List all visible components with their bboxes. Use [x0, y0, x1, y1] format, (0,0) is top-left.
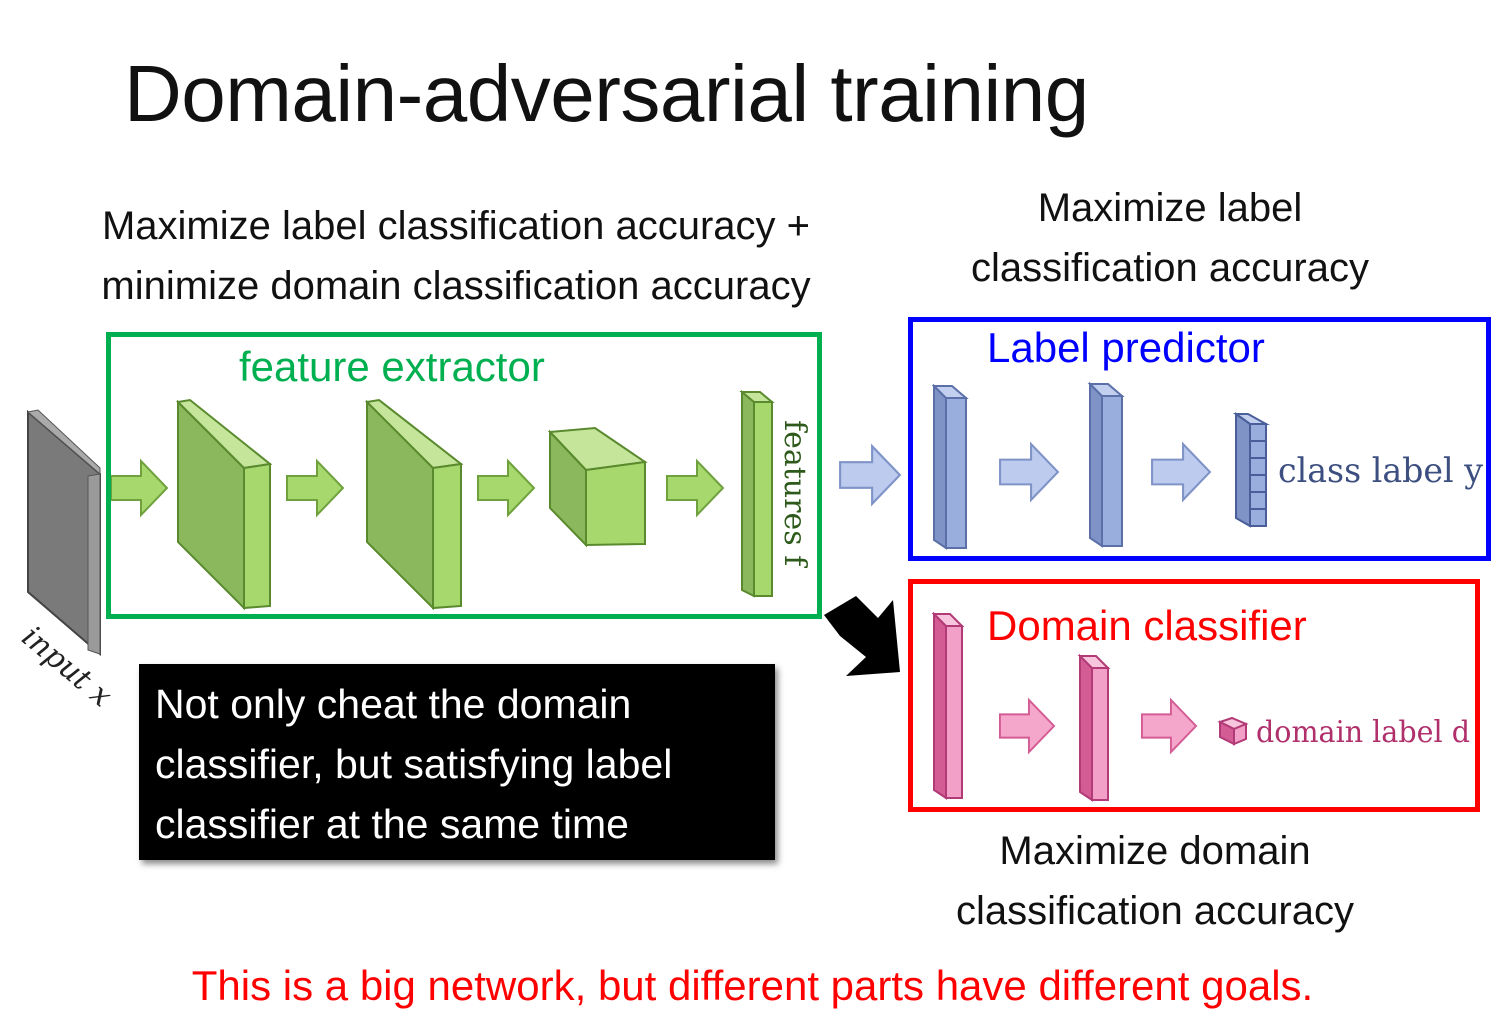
- callout-box: Not only cheat the domain classifier, bu…: [139, 664, 775, 860]
- class-label-text: class label y: [1278, 451, 1484, 491]
- right-top-objective-line-2: classification accuracy: [971, 246, 1369, 290]
- domain-classifier-box: Domain classifier: [908, 579, 1480, 812]
- label-predictor-box: Label predictor: [908, 317, 1491, 561]
- callout-line-2: classifier, but satisfying label: [155, 741, 673, 787]
- input-label: input x: [15, 619, 119, 714]
- feature-layer-2: [364, 398, 464, 611]
- callout-line-1: Not only cheat the domain: [155, 681, 632, 727]
- slide-title: Domain-adversarial training: [124, 49, 1089, 138]
- feature-layer-3: [547, 426, 648, 548]
- left-objective: Maximize label classification accuracy +…: [50, 196, 862, 316]
- feature-extractor-box: feature extractor: [106, 332, 822, 619]
- domain-label-text: domain label d: [1256, 715, 1470, 750]
- label-arrow-in: [839, 445, 901, 505]
- feature-extractor-title: feature extractor: [239, 343, 545, 390]
- feature-vector: [739, 389, 775, 598]
- right-bottom-objective: Maximize domain classification accuracy: [925, 821, 1385, 941]
- feature-layer-1: [175, 398, 273, 611]
- right-bottom-objective-line-1: Maximize domain: [999, 829, 1311, 873]
- domain-layer-1: [931, 611, 965, 800]
- label-layer-2: [1087, 381, 1125, 548]
- left-objective-line-1: Maximize label classification accuracy +: [101, 204, 811, 248]
- class-output-vector: [1232, 412, 1270, 528]
- features-label: features f: [777, 420, 812, 568]
- right-bottom-objective-line-2: classification accuracy: [956, 889, 1354, 933]
- footer-note: This is a big network, but different par…: [191, 962, 1314, 1009]
- right-top-objective: Maximize label classification accuracy: [940, 178, 1400, 298]
- domain-layer-2: [1077, 653, 1111, 802]
- domain-output-cube: [1217, 716, 1249, 746]
- right-top-objective-line-1: Maximize label: [1037, 186, 1303, 230]
- gradient-arrow: [824, 596, 900, 676]
- input-plate: [26, 409, 101, 657]
- label-layer-1: [931, 383, 969, 550]
- label-predictor-title: Label predictor: [987, 324, 1265, 371]
- domain-classifier-title: Domain classifier: [987, 602, 1307, 649]
- callout-line-3: classifier at the same time: [155, 801, 629, 847]
- left-objective-line-2: minimize domain classification accuracy: [101, 264, 811, 308]
